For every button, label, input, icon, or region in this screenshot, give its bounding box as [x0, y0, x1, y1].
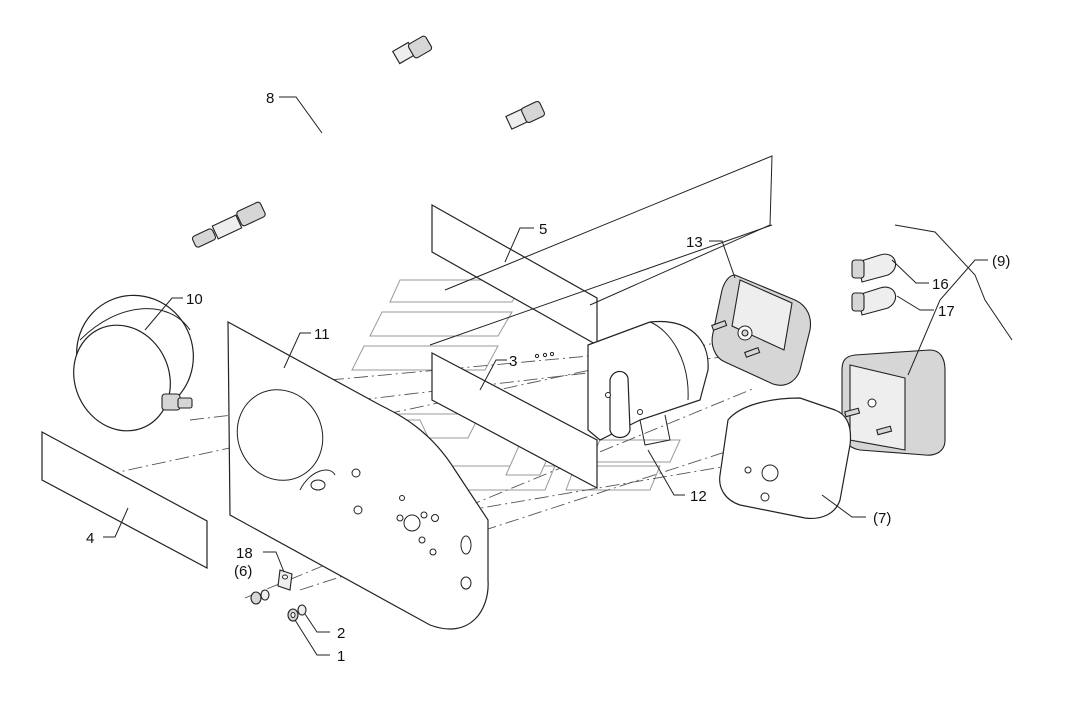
cable-harness-8: [191, 35, 546, 248]
callout-3: 3: [509, 353, 517, 370]
label-sheet-4: [41, 430, 208, 569]
bracket-12: [587, 320, 709, 446]
callout-8: 8: [266, 90, 274, 107]
lamp-housing-9: [841, 349, 946, 456]
callout-4: 4: [86, 530, 94, 547]
group-bracket-9: [894, 224, 1013, 341]
callout-13: 13: [686, 234, 703, 251]
callout-6: (6): [234, 563, 252, 580]
label-sheet-3: [431, 351, 598, 489]
leader-lines: [103, 96, 988, 656]
callout-18: 18: [236, 545, 253, 562]
washer-2: [297, 604, 307, 616]
callout-12: 12: [690, 488, 707, 505]
callout-2: 2: [337, 625, 345, 642]
callout-10: 10: [186, 291, 203, 308]
callout-7: (7): [873, 510, 891, 527]
callout-9: (9): [992, 253, 1010, 270]
callout-5: 5: [539, 221, 547, 238]
lens-cover-7: [719, 397, 852, 520]
round-lamp-10: [73, 294, 194, 432]
bulb-16: [851, 253, 897, 283]
mounting-plate-11: [227, 320, 489, 630]
callout-11: 11: [314, 326, 330, 343]
callout-1: 1: [337, 648, 345, 665]
callout-17: 17: [938, 303, 955, 320]
clip-18: [277, 569, 293, 591]
callout-16: 16: [932, 276, 949, 293]
tail-lamp-13: [711, 274, 812, 386]
hardware-washers: [250, 589, 270, 605]
bulb-17: [851, 286, 897, 316]
nut-1: [287, 608, 299, 622]
